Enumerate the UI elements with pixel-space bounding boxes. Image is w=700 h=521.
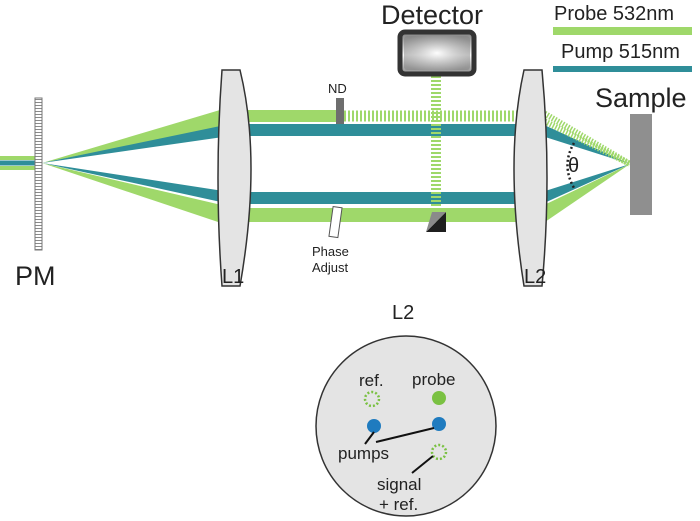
focusing-beams (540, 109, 632, 224)
inset-signal-label: signal (377, 475, 421, 494)
input-beam (0, 156, 40, 170)
collimated-beams (232, 110, 522, 222)
nd-label: ND (328, 81, 347, 96)
inset-ref-label: ref. (359, 371, 384, 390)
inset-title: L2 (392, 302, 414, 324)
pump-spot-right (432, 417, 446, 431)
signal-pointer (411, 455, 434, 474)
detector-label: Detector (381, 0, 483, 30)
phase-mask-grating (34, 97, 43, 251)
pumps-pointer-right (375, 427, 435, 443)
sample-label: Sample (595, 83, 687, 113)
signal-ref-spot (430, 443, 448, 461)
legend: Probe 532nm Pump 515nm (553, 3, 692, 72)
sample (630, 114, 652, 215)
diverging-beams (42, 107, 230, 226)
probe-beam-top (232, 110, 336, 122)
pump-spot-left (367, 419, 381, 433)
pm-label: PM (15, 261, 56, 291)
theta-label: θ (568, 155, 579, 177)
pump-beam-bottom (232, 192, 522, 204)
nd-filter (336, 98, 344, 124)
phase-adjust-label-line2: Adjust (312, 260, 349, 275)
phase-adjust-label-line1: Phase (312, 244, 349, 259)
inset-ref-label-2: + ref. (379, 495, 418, 514)
legend-pump-label: Pump 515nm (561, 41, 680, 63)
l2-label: L2 (524, 266, 546, 288)
lens-l2 (513, 69, 548, 287)
pickoff-mirror-face (426, 212, 446, 232)
probe-spot (432, 391, 446, 405)
inset-pumps-label: pumps (338, 444, 389, 463)
phase-adjust-plate (328, 206, 343, 239)
inset-lens-circle (315, 335, 497, 517)
ref-spot (363, 390, 381, 408)
l2-beam-layout-inset: L2 ref. probe pumps signal + ref. (315, 302, 497, 517)
pump-beam-top (232, 124, 522, 136)
legend-probe-label: Probe 532nm (554, 3, 674, 25)
theta-arc (566, 142, 576, 189)
l1-label: L1 (222, 266, 244, 288)
pumps-pointer-left (364, 431, 375, 445)
lens-l1 (217, 69, 252, 287)
probe-beam-bottom (232, 208, 522, 222)
inset-probe-label: probe (412, 370, 455, 389)
